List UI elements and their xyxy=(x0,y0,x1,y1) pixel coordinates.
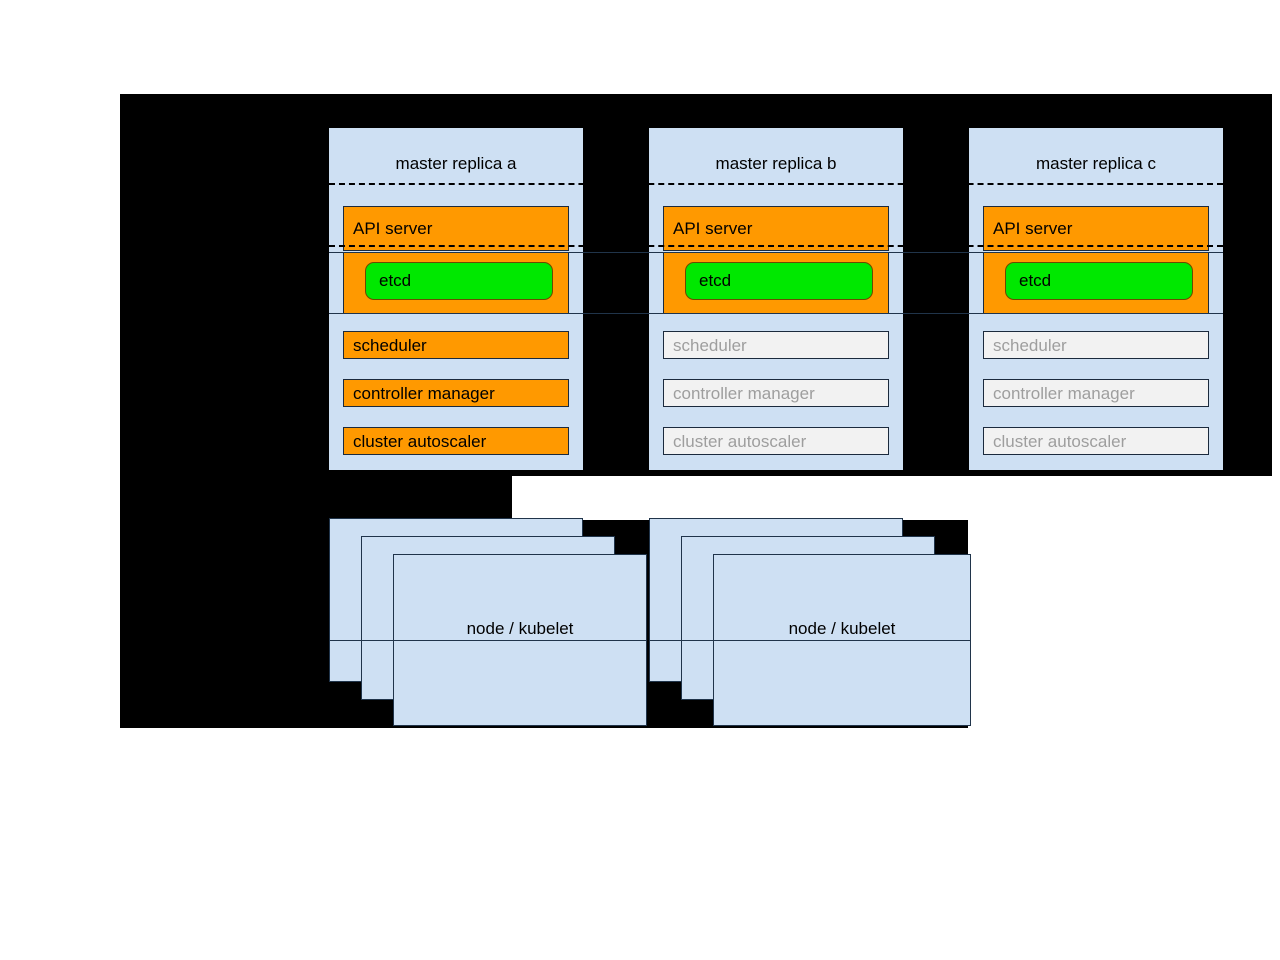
master-replica-c-controller-manager-label: controller manager xyxy=(993,383,1135,403)
master-replica-b-etcd-well: etcd xyxy=(663,252,889,314)
master-replica-c-etcd-label: etcd xyxy=(1019,271,1052,290)
master-replica-a-controller-manager[interactable]: controller manager xyxy=(343,379,569,407)
master-replica-a-scheduler[interactable]: scheduler xyxy=(343,331,569,359)
control-plane-rail-etcd-b xyxy=(329,313,1223,314)
master-replica-c-controller-manager[interactable]: controller manager xyxy=(983,379,1209,407)
master-replica-a[interactable]: master replica a API server etcd schedul… xyxy=(329,128,583,470)
master-replica-b-etcd-label: etcd xyxy=(699,271,732,290)
node-group-2-label: node / kubelet xyxy=(788,619,896,638)
master-replica-a-controller-manager-label: controller manager xyxy=(353,383,495,403)
master-replica-b-cluster-autoscaler[interactable]: cluster autoscaler xyxy=(663,427,889,455)
control-plane-rail-api xyxy=(329,245,1223,247)
node-group-1-rail xyxy=(329,640,647,641)
backdrop-middle-band xyxy=(120,476,512,520)
master-replica-c-title: master replica c xyxy=(1036,154,1156,173)
master-replica-c-api-server[interactable]: API server xyxy=(983,206,1209,251)
master-replica-a-scheduler-label: scheduler xyxy=(353,335,427,355)
node-group-2-rail xyxy=(649,640,971,641)
master-replica-a-cluster-autoscaler[interactable]: cluster autoscaler xyxy=(343,427,569,455)
control-plane-rail-etcd-a xyxy=(329,252,1223,253)
master-replica-c-cluster-autoscaler-label: cluster autoscaler xyxy=(993,431,1127,451)
master-replica-a-etcd-label: etcd xyxy=(379,271,412,290)
master-replica-a-api-server[interactable]: API server xyxy=(343,206,569,251)
master-replica-b-cluster-autoscaler-label: cluster autoscaler xyxy=(673,431,807,451)
master-replica-c-scheduler[interactable]: scheduler xyxy=(983,331,1209,359)
master-replica-b-title: master replica b xyxy=(715,154,837,173)
master-replica-c-etcd[interactable]: etcd xyxy=(1005,262,1193,300)
master-replica-b-api-server-label: API server xyxy=(673,219,753,238)
master-replica-b-etcd[interactable]: etcd xyxy=(685,262,873,300)
master-replica-c-etcd-well: etcd xyxy=(983,252,1209,314)
master-replica-c-cluster-autoscaler[interactable]: cluster autoscaler xyxy=(983,427,1209,455)
master-replica-a-api-server-label: API server xyxy=(353,219,433,238)
master-replica-b-scheduler[interactable]: scheduler xyxy=(663,331,889,359)
master-replica-b-controller-manager[interactable]: controller manager xyxy=(663,379,889,407)
master-replica-a-etcd-well: etcd xyxy=(343,252,569,314)
master-replica-b[interactable]: master replica b API server etcd schedul… xyxy=(649,128,903,470)
master-replica-b-api-server[interactable]: API server xyxy=(663,206,889,251)
master-replica-c[interactable]: master replica c API server etcd schedul… xyxy=(969,128,1223,470)
master-replica-a-title: master replica a xyxy=(395,154,517,173)
master-replica-a-etcd[interactable]: etcd xyxy=(365,262,553,300)
control-plane-rail-top xyxy=(329,183,1223,185)
master-replica-b-scheduler-label: scheduler xyxy=(673,335,747,355)
node-group-1-label: node / kubelet xyxy=(466,619,574,638)
master-replica-c-scheduler-label: scheduler xyxy=(993,335,1067,355)
master-replica-a-cluster-autoscaler-label: cluster autoscaler xyxy=(353,431,487,451)
master-replica-b-controller-manager-label: controller manager xyxy=(673,383,815,403)
master-replica-c-api-server-label: API server xyxy=(993,219,1073,238)
